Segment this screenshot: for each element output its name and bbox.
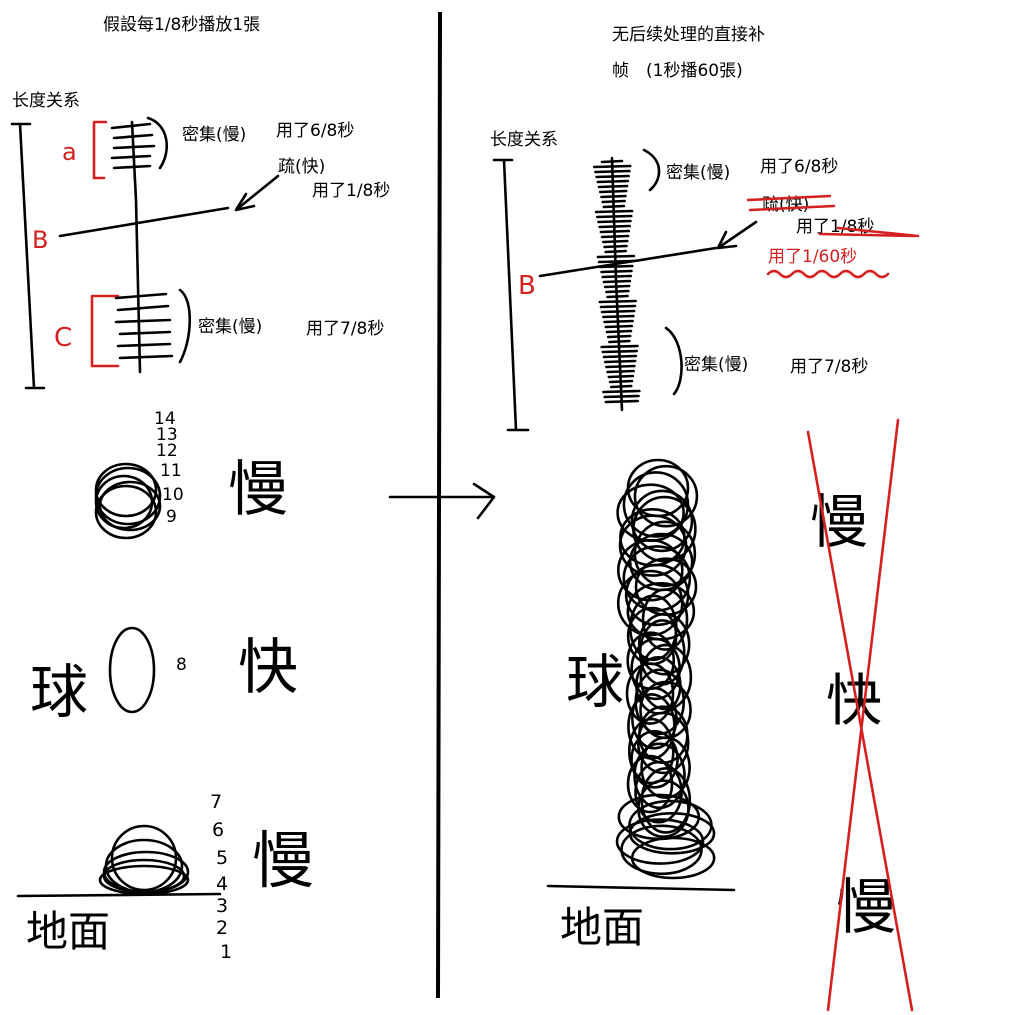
frame-number: 4 xyxy=(216,873,228,895)
trail-ball xyxy=(615,818,705,865)
sparse-arrow xyxy=(234,174,280,212)
right-used-bottom: 用了7/8秒 xyxy=(790,357,868,377)
frame-number: 1 xyxy=(220,941,232,963)
left-dense-bottom-label: 密集(慢) xyxy=(198,316,262,337)
crossed-slow-bottom: 慢 xyxy=(836,873,896,943)
marker-a: a xyxy=(62,138,77,166)
right-length-bracket xyxy=(492,158,530,432)
trail-ball xyxy=(633,464,699,528)
word-ball-right: 球 xyxy=(566,648,624,716)
trail-ball xyxy=(640,736,691,799)
trail-ball xyxy=(632,495,697,563)
left-used-mid: 用了1/8秒 xyxy=(312,181,390,201)
bottom-dense-brace xyxy=(178,288,192,364)
marker-c-bracket xyxy=(90,294,120,368)
top-ball-stack xyxy=(94,462,162,540)
trail-ball xyxy=(630,836,716,880)
left-used-top: 用了6/8秒 xyxy=(276,121,354,141)
frame-number: 6 xyxy=(212,819,224,841)
red-cross-line-1 xyxy=(806,430,914,1012)
word-fast: 快 xyxy=(238,633,298,703)
frame-number: 14 xyxy=(154,409,176,429)
top-dense-brace xyxy=(146,116,168,170)
right-marker-b: B xyxy=(518,271,536,301)
trail-ball xyxy=(637,612,691,676)
right-dense-bottom-label: 密集(慢) xyxy=(684,354,748,375)
middle-ball xyxy=(108,626,156,714)
frame-number: 11 xyxy=(160,461,182,481)
word-ground-left: 地面 xyxy=(26,907,110,956)
left-sparse-label: 疏(快) xyxy=(278,157,325,177)
word-slow-top: 慢 xyxy=(228,455,288,525)
trail-ball xyxy=(626,754,674,814)
bottom-dense-ticks xyxy=(114,292,174,360)
bottom-ball-stack xyxy=(98,824,190,896)
trail-ball xyxy=(617,538,684,602)
right-used-mid-new: 用了1/60秒 xyxy=(768,247,857,267)
red-wavy-underline xyxy=(766,269,890,279)
trail-ball xyxy=(620,824,703,876)
right-bottom-brace xyxy=(664,326,683,396)
right-title-line1: 无后续处理的直接补 xyxy=(612,25,765,45)
trail-ball xyxy=(640,767,692,834)
top-dense-ticks xyxy=(110,122,156,170)
frame-number: 10 xyxy=(162,485,184,505)
strike-sparse xyxy=(746,194,836,212)
trail-ball xyxy=(634,760,683,824)
right-b-line xyxy=(538,246,718,278)
word-slow-bottom: 慢 xyxy=(252,824,314,897)
trail-ball xyxy=(622,545,692,612)
bottom-frame-numbers: 7 6 5 4 3 2 1 xyxy=(210,791,232,963)
trail-ball xyxy=(625,662,675,725)
left-ground-line xyxy=(16,892,222,898)
right-sparse-arrow xyxy=(716,220,758,250)
trail-ball xyxy=(636,711,690,775)
frame-number: 3 xyxy=(216,895,228,917)
trail-ball xyxy=(630,637,681,701)
left-length-bracket xyxy=(10,122,46,390)
left-title: 假設每1/8秒播放1張 xyxy=(103,15,260,35)
frame-number: 9 xyxy=(166,507,177,527)
left-dense-top-label: 密集(慢) xyxy=(182,124,246,145)
right-used-top: 用了6/8秒 xyxy=(760,157,838,177)
top-frame-numbers: 14 13 12 11 10 9 xyxy=(154,409,184,527)
left-used-bottom: 用了7/8秒 xyxy=(306,319,384,339)
trail-ball xyxy=(641,588,689,651)
right-used-mid-struck: 用了1/8秒 xyxy=(796,217,874,237)
marker-c: C xyxy=(54,323,72,353)
right-top-brace xyxy=(642,148,661,192)
right-axis-label: 长度关系 xyxy=(490,130,558,150)
word-ground-right: 地面 xyxy=(560,903,644,952)
trail-ball xyxy=(639,643,693,711)
right-ball-trail xyxy=(615,458,716,880)
red-cross-line-2 xyxy=(826,418,900,1012)
left-axis-label: 长度关系 xyxy=(12,91,80,111)
b-line xyxy=(58,206,230,238)
frame-number: 2 xyxy=(216,917,228,939)
frame-number: 13 xyxy=(156,425,178,445)
frame-number: 12 xyxy=(156,441,178,461)
marker-a-bracket xyxy=(92,120,108,180)
trail-ball xyxy=(633,742,686,810)
marker-b: B xyxy=(32,226,48,254)
frame-number: 5 xyxy=(216,847,228,869)
transition-arrow xyxy=(388,482,496,520)
right-ground-line xyxy=(546,884,736,892)
center-divider xyxy=(436,11,442,999)
word-ball-left: 球 xyxy=(30,658,88,726)
right-dense-top-label: 密集(慢) xyxy=(666,162,730,183)
crossed-fast: 快 xyxy=(826,669,882,734)
frame-number: 7 xyxy=(210,791,222,813)
right-title-line2: 帧 (1秒播60張) xyxy=(612,61,743,81)
strike-used-mid xyxy=(818,226,920,238)
right-ball-path xyxy=(610,156,624,412)
trail-ball xyxy=(630,730,679,789)
frame-number-8: 8 xyxy=(176,655,187,675)
